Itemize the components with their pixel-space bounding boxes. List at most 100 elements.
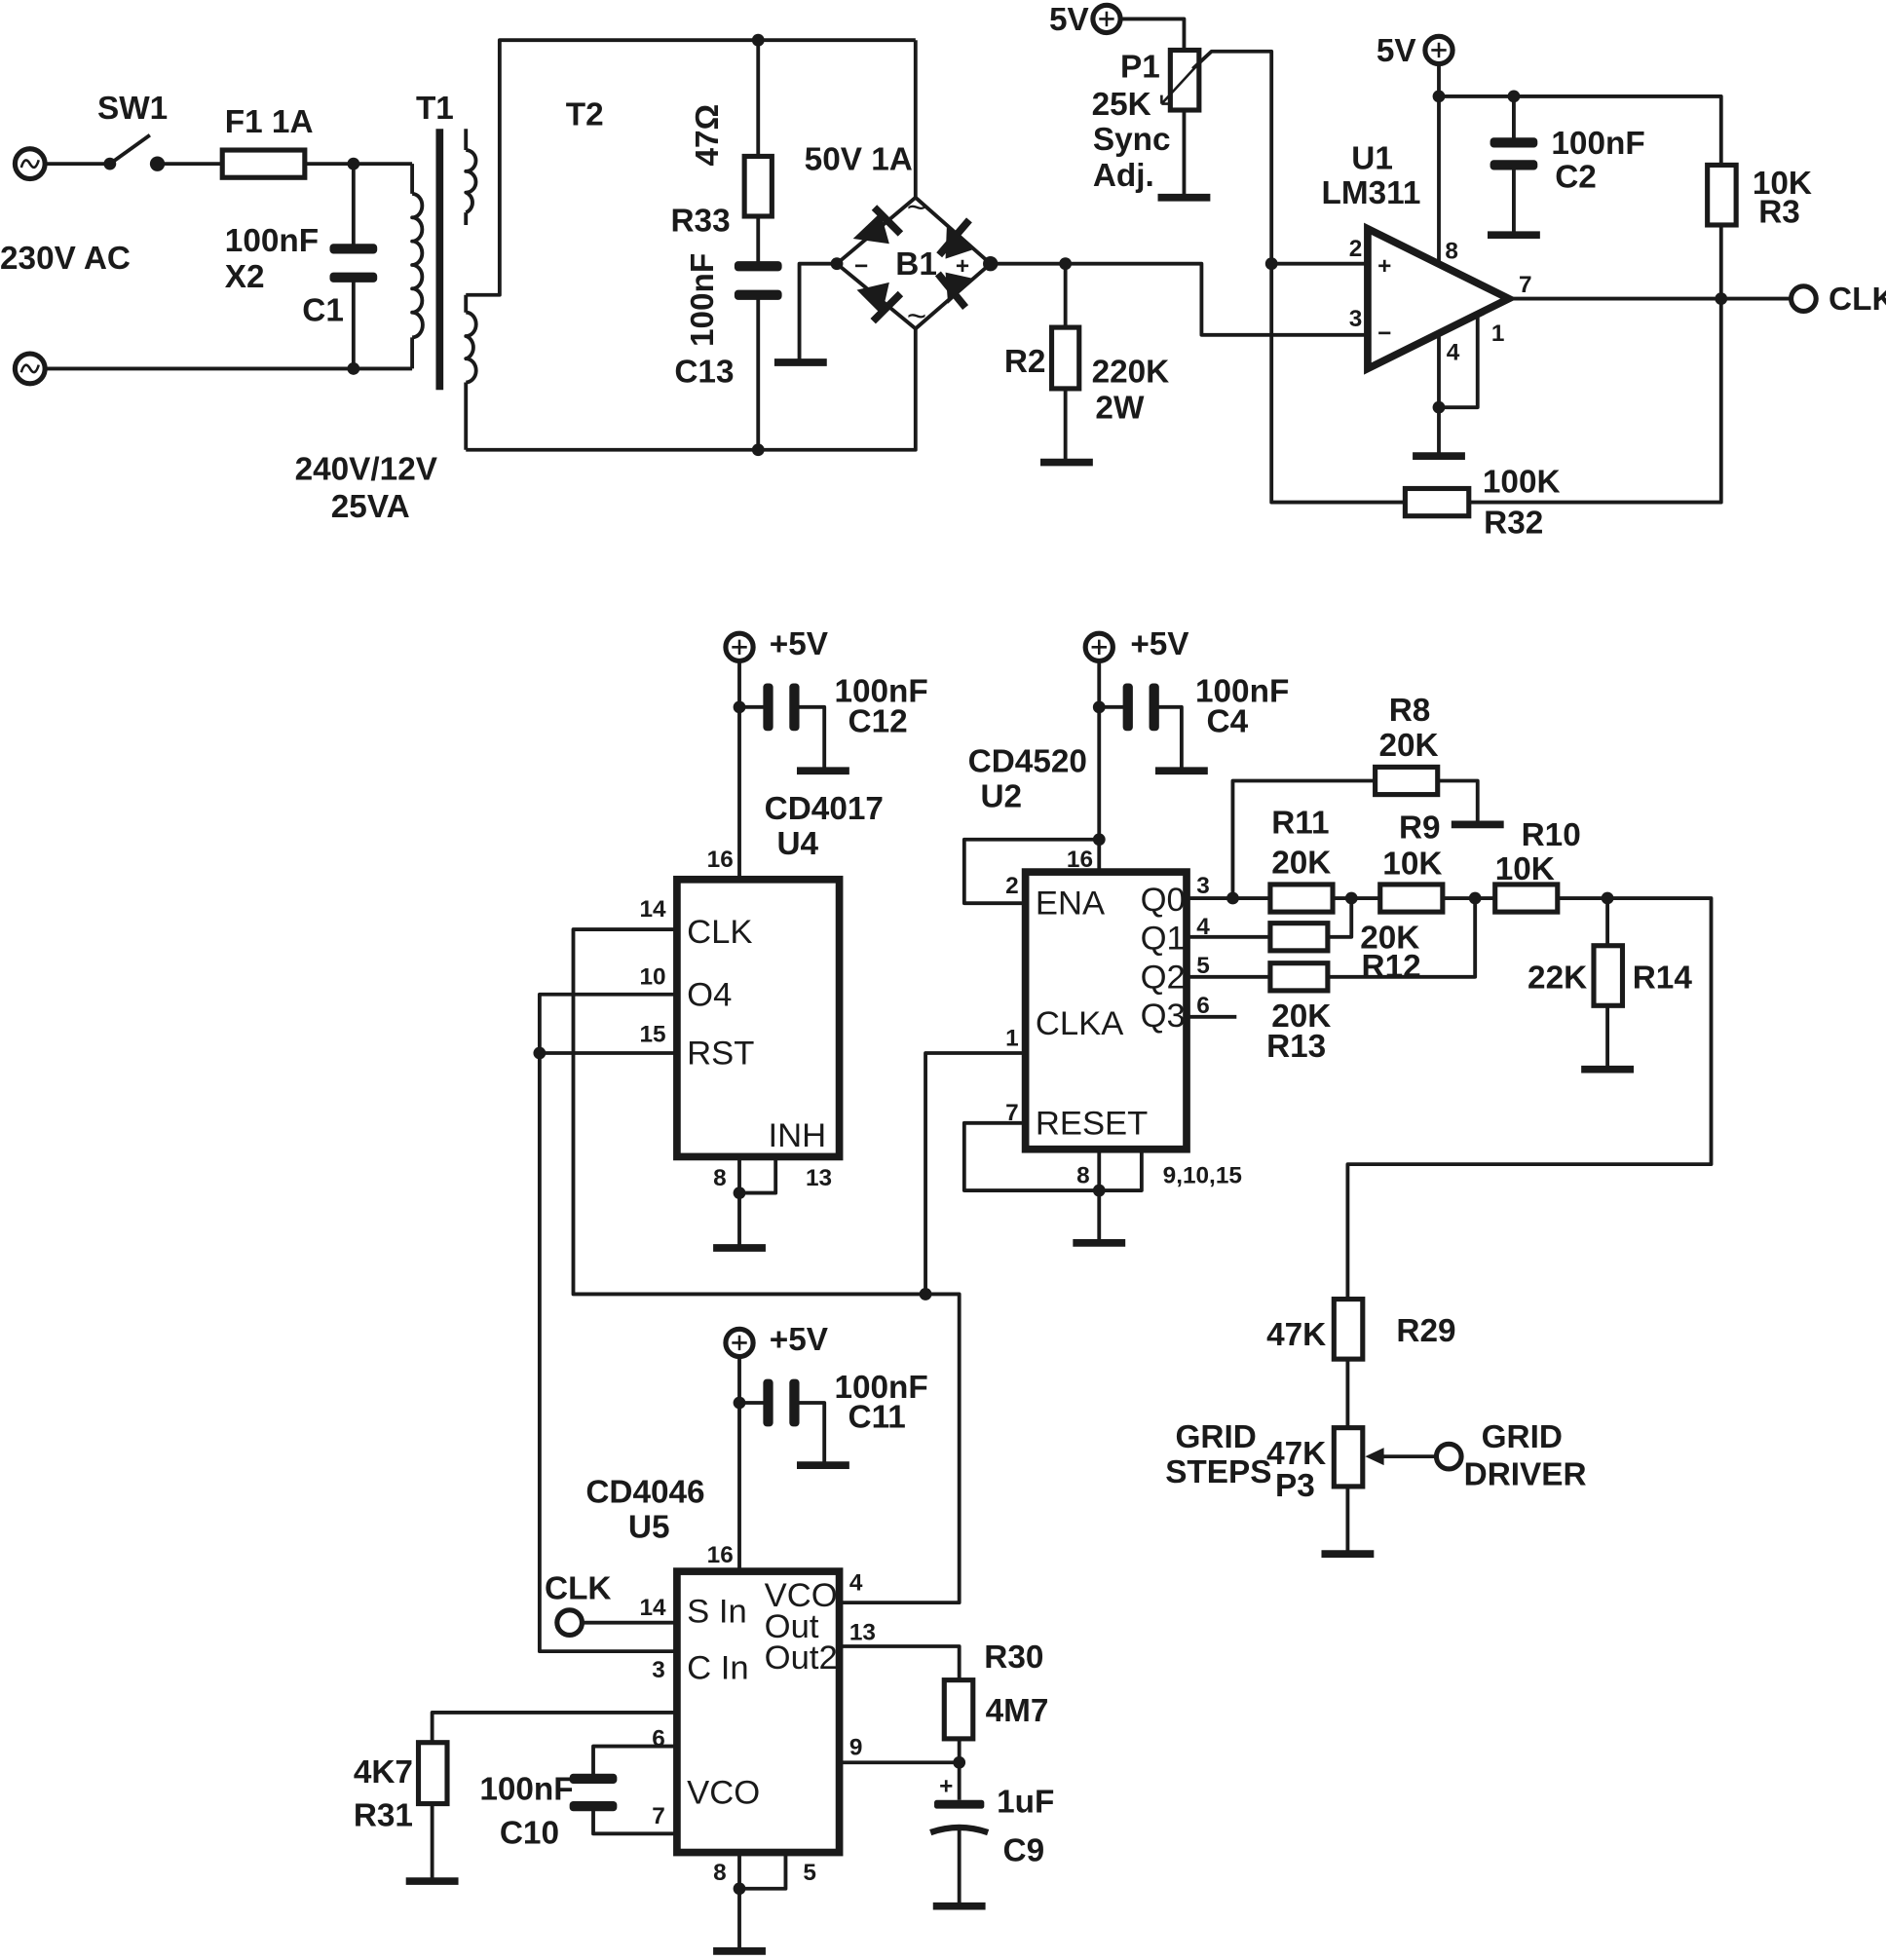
c12-ref: C12 — [849, 703, 908, 739]
c9-polarity: + — [939, 1773, 953, 1799]
u2-q0: Q0 — [1141, 882, 1186, 919]
capacitor-c10 — [569, 1744, 677, 1836]
resistor-r13 — [1267, 961, 1331, 994]
u2-pins-gnd: 9,10,15 — [1163, 1162, 1242, 1188]
u2-part: CD4520 — [968, 744, 1087, 780]
potentiometer-p3 — [1331, 1425, 1366, 1489]
u2-pin-7: 7 — [1005, 1100, 1019, 1126]
capacitor-c1 — [329, 164, 378, 369]
capacitor-c2 — [1488, 95, 1540, 240]
u2-ref: U2 — [980, 778, 1022, 814]
resistor-r2 — [1048, 324, 1082, 392]
capacitor-c11 — [739, 1378, 849, 1469]
u2-ena: ENA — [1036, 886, 1106, 923]
u1-plus: + — [1377, 253, 1391, 280]
u5-pin-4: 4 — [849, 1569, 863, 1596]
c4-value: 100nF — [1195, 674, 1289, 710]
r32-ref: R32 — [1484, 506, 1543, 542]
u1-supply-label: 5V — [1377, 33, 1416, 69]
r31-value: 4K7 — [354, 1754, 413, 1790]
r10-ref: R10 — [1522, 817, 1581, 853]
p3-ref: P3 — [1275, 1468, 1315, 1504]
capacitor-c12 — [739, 683, 849, 775]
p1-label-1: Sync — [1093, 122, 1171, 158]
transformer-rating-2: 25VA — [331, 489, 410, 525]
sw1-label: SW1 — [97, 91, 168, 127]
r29-ref: R29 — [1396, 1313, 1455, 1349]
u5-c-in: C In — [687, 1649, 748, 1686]
r2-value: 220K — [1092, 355, 1170, 391]
resistor-r9 — [1377, 882, 1446, 915]
r8-value: 20K — [1378, 728, 1438, 764]
u4-pin-13: 13 — [806, 1165, 832, 1191]
r33-ref: R33 — [670, 203, 730, 239]
r14-value: 22K — [1528, 960, 1587, 996]
u5-vco-out-1: VCO — [765, 1577, 838, 1614]
r8-ref: R8 — [1389, 693, 1431, 729]
u2-q1: Q1 — [1141, 921, 1186, 958]
u2-reset: RESET — [1036, 1105, 1148, 1142]
u2-pin-1: 1 — [1005, 1025, 1019, 1051]
u5-pin-13: 13 — [849, 1620, 876, 1646]
u1-ref: U1 — [1351, 140, 1393, 176]
u5-pin-14: 14 — [639, 1595, 666, 1621]
grid-driver-terminal — [1433, 1441, 1464, 1472]
p1-supply-label: 5V — [1049, 2, 1089, 38]
u4-supply-label: +5V — [770, 626, 828, 662]
u5-vco-out-2: Out — [765, 1608, 819, 1645]
u5-ref: U5 — [628, 1509, 670, 1545]
comparator-u1 — [1364, 222, 1518, 375]
u4-part: CD4017 — [765, 791, 884, 827]
grid-steps-label-2: STEPS — [1165, 1454, 1271, 1490]
r12-value: 20K — [1360, 920, 1419, 956]
r32-value: 100K — [1483, 464, 1561, 500]
ic-u5 — [673, 1567, 844, 1857]
u1-pin-8: 8 — [1445, 239, 1458, 265]
transformer — [410, 38, 916, 450]
c2-value: 100nF — [1551, 126, 1644, 162]
t2-label: T2 — [566, 96, 604, 132]
u4-rst: RST — [687, 1036, 754, 1073]
u4-pin-8: 8 — [713, 1165, 727, 1191]
r11-value: 20K — [1271, 845, 1331, 881]
r30-ref: R30 — [984, 1640, 1043, 1676]
u4-pin-14: 14 — [639, 896, 666, 923]
u1-pin-1: 1 — [1491, 320, 1505, 347]
u2-pin-3: 3 — [1196, 873, 1210, 899]
r29-value: 47K — [1266, 1317, 1326, 1353]
resistor-r33 — [741, 153, 774, 219]
u4-pin-15: 15 — [639, 1021, 665, 1047]
resistor-r31 — [415, 1740, 450, 1807]
clk-output-label: CLK — [1829, 282, 1886, 318]
r9-ref: R9 — [1399, 810, 1441, 846]
b1-ac-top: ~ — [907, 190, 926, 227]
grid-driver-label-2: DRIVER — [1464, 1457, 1587, 1493]
r3-value: 10K — [1753, 166, 1812, 202]
u5-pin-16: 16 — [707, 1542, 734, 1568]
grid-steps-label-1: GRID — [1175, 1419, 1256, 1455]
u2-pin-5: 5 — [1196, 953, 1210, 979]
u2-clka: CLKA — [1036, 1005, 1124, 1042]
u5-vco: VCO — [687, 1775, 760, 1812]
u1-minus: − — [1377, 320, 1391, 347]
u5-supply-label: +5V — [770, 1322, 828, 1358]
c10-value: 100nF — [479, 1772, 573, 1808]
t1-label: T1 — [416, 91, 454, 127]
dac-section: R8 20K R11 20K R9 10K R10 10K 20K R12 20… — [1165, 693, 1714, 1558]
u2-supply-label: +5V — [1130, 626, 1188, 662]
resistor-r14 — [1591, 943, 1626, 1008]
u5-out2: Out2 — [765, 1640, 838, 1677]
u4-clk: CLK — [687, 914, 752, 951]
mains-terminal-bottom — [12, 351, 48, 387]
r2-power: 2W — [1095, 391, 1145, 427]
r10-value: 10K — [1495, 851, 1555, 887]
transformer-rating-1: 240V/12V — [295, 452, 437, 488]
c1-value: 100nF — [225, 223, 319, 259]
resistor-r30 — [941, 1677, 976, 1742]
p1-value: 25K — [1092, 87, 1151, 123]
u5-pin-5: 5 — [803, 1860, 816, 1886]
c1-ref: C1 — [302, 293, 344, 329]
u4-inh: INH — [769, 1117, 827, 1154]
b1-rating: 50V 1A — [805, 142, 913, 178]
